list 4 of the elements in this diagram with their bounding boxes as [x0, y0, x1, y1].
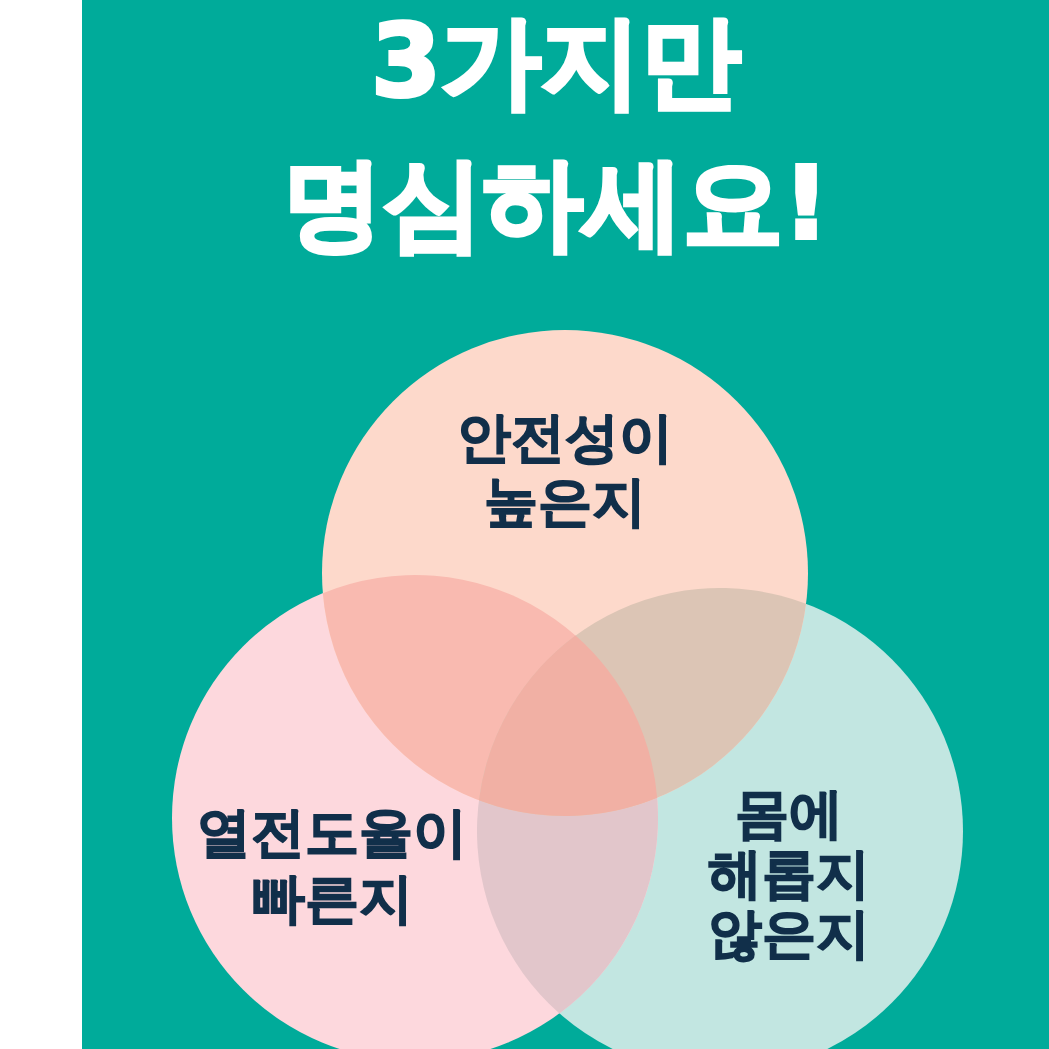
circle-label: 몸에 해롭지 않은지 — [707, 784, 871, 964]
circle-label: 열전도율이 빠른지 — [196, 800, 468, 932]
circle-label: 안전성이 높은지 — [456, 406, 674, 534]
title: 3가지만 명심하세요! — [282, 2, 830, 264]
